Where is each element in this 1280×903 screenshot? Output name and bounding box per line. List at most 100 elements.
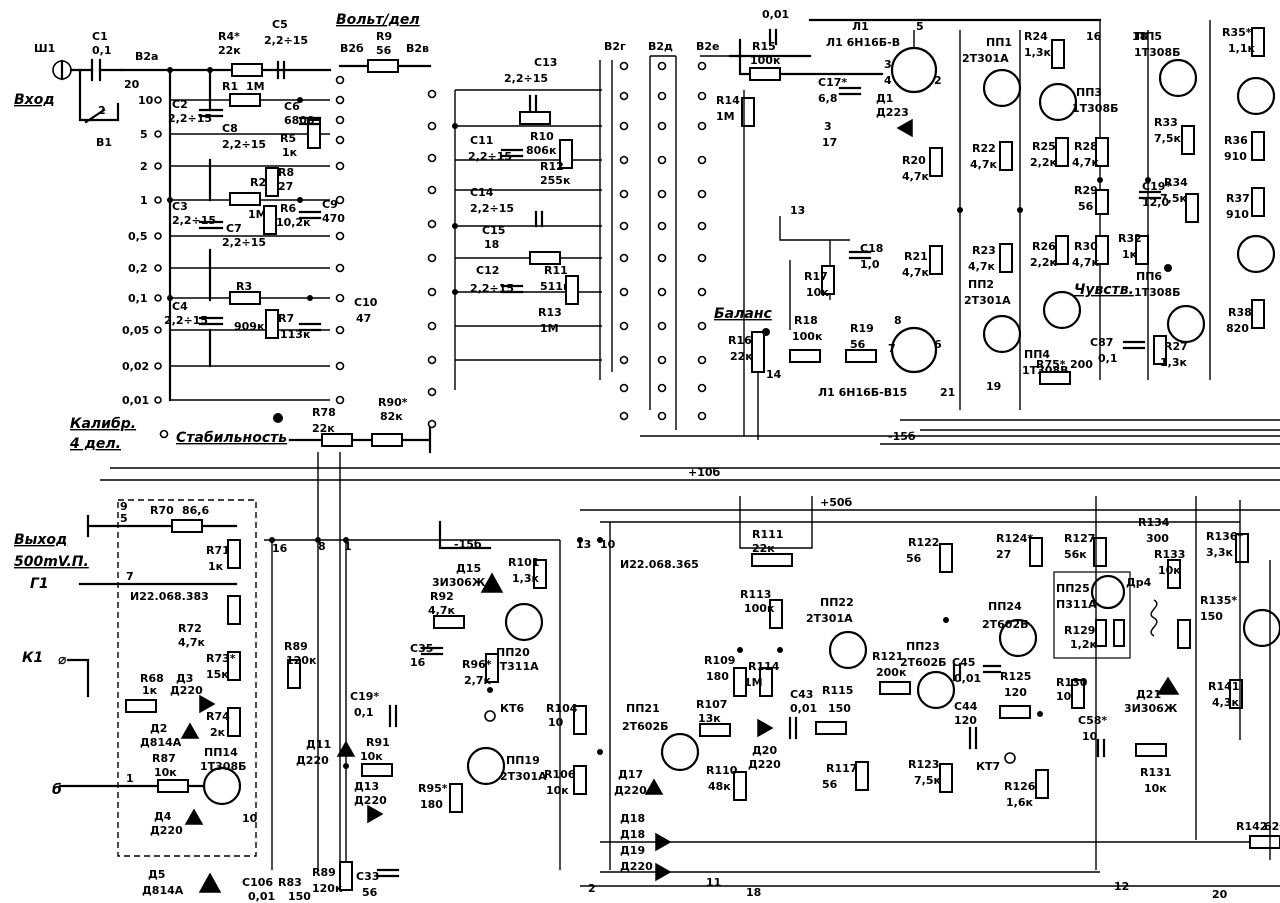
resistor-r115: [759, 667, 773, 697]
svg-text:0,05: 0,05: [122, 324, 149, 337]
pin-12: 12: [1114, 880, 1129, 893]
resistor-r142: [1229, 679, 1243, 709]
resistor-r107: [573, 765, 587, 795]
r2-value: 1М: [248, 208, 267, 221]
resistor-r87: [287, 659, 301, 689]
sensitivity-pot-knob[interactable]: [1164, 264, 1172, 272]
d19-type: Д220: [620, 860, 653, 873]
svg-text:5: 5: [916, 20, 924, 33]
pin-20: 20: [1212, 888, 1228, 901]
capacitor-c10: [298, 322, 322, 332]
r18-value: 100к: [792, 330, 823, 343]
resistor-r71: [227, 539, 241, 569]
r30-value: 4,7к: [1072, 256, 1099, 269]
resistor-r72: [227, 595, 241, 625]
r24-ref: R24: [1024, 30, 1048, 43]
switch-b2a-label: В2а: [135, 50, 158, 63]
resistor-r22: [999, 141, 1013, 171]
d11-ref: Д11: [306, 738, 331, 751]
stability-pot-knob[interactable]: [273, 413, 283, 423]
pp25-ref: ПП25: [1056, 582, 1090, 595]
r142-ref: R141: [1208, 680, 1239, 693]
capacitor-c17: [838, 86, 862, 96]
resistor-r125: [999, 705, 1031, 719]
c33-ref: С33: [356, 870, 379, 883]
c11-ref: С11: [470, 134, 493, 147]
transistor-pp28: [1242, 608, 1280, 648]
r92-ref: R91: [366, 736, 390, 749]
r122-value: 200к: [876, 666, 907, 679]
resistor-r29: [1095, 189, 1109, 215]
pp14-type: 1Т308Б: [200, 760, 247, 773]
c106-ref: С106: [242, 876, 273, 889]
resistor-r129: [1093, 537, 1107, 567]
r110-value: 180: [706, 670, 729, 683]
c44-ref: С44: [954, 700, 978, 713]
pp23-ref: ПП23: [906, 640, 940, 653]
r95-value: 4,7к: [428, 604, 455, 617]
module-365: И22.068.365 +50б R111 22к R113 100к ПП22…: [580, 496, 1280, 901]
r34-ref: R34: [1164, 176, 1188, 189]
capacitor-c43: [788, 716, 798, 740]
r90-ref: R89: [312, 866, 336, 879]
transistor-pp4: [1042, 290, 1082, 330]
r141-value: 3,3к: [1206, 546, 1233, 559]
c5-ref: С5: [272, 18, 288, 31]
r3-ref: R3: [236, 280, 252, 293]
r25-ref: R25: [1032, 140, 1056, 153]
capacitor-c11: [500, 148, 524, 158]
pp6-ref: ПП6: [1136, 270, 1162, 283]
pp3-type: 1Т308Б: [1072, 102, 1119, 115]
dr4-label: Др4: [1126, 576, 1152, 589]
transistor-pp3: [1038, 82, 1078, 122]
l1-ref-upper: Л1: [852, 20, 869, 33]
svg-text:3: 3: [884, 58, 892, 71]
svg-text:7: 7: [888, 342, 896, 355]
r29-value: 56: [1078, 200, 1094, 213]
r89-value: 10к: [154, 766, 177, 779]
d20-ref: Д20: [752, 744, 777, 757]
r29-ref: R29: [1074, 184, 1098, 197]
r95-ref: R92: [430, 590, 454, 603]
r83-ref: R83: [278, 876, 302, 889]
balance-pot-knob[interactable]: [762, 328, 770, 336]
capacitor-c14: [534, 210, 544, 228]
resistor-r143: [1249, 835, 1280, 849]
resistor-r5: [307, 119, 321, 149]
r123-ref: R122: [908, 536, 939, 549]
d19-ref: Д19: [620, 844, 645, 857]
r107-value: 10к: [546, 784, 569, 797]
c58-value: 10: [1082, 730, 1098, 743]
b2d-label: В2д: [648, 40, 673, 53]
pp25-type: П311А: [1056, 598, 1097, 611]
testpoint-kt6[interactable]: [484, 710, 496, 722]
c18-ref: С18: [860, 242, 883, 255]
r131-value: 10: [1056, 690, 1072, 703]
r1-value: 1М: [246, 80, 265, 93]
pin-2: 2: [588, 882, 596, 895]
r74-value: 2к: [210, 726, 226, 739]
pp2-ref: ПП2: [968, 278, 994, 291]
pin-11: 11: [706, 876, 721, 889]
resistor-r16: [751, 331, 765, 373]
r109-value: 13к: [698, 712, 721, 725]
pp1-type: 2Т301А: [962, 52, 1009, 65]
svg-text:15: 15: [892, 386, 907, 399]
r115-ref: R114: [748, 660, 780, 673]
r111-value: 48к: [708, 780, 731, 793]
pin-9: 9: [120, 500, 128, 513]
r78-ref: R78: [312, 406, 336, 419]
c33-value: 56: [362, 886, 378, 899]
d13-ref: Д13: [354, 780, 379, 793]
r101-value: 2,7к: [464, 674, 491, 687]
resistor-r33: [1181, 125, 1195, 155]
r106-value: 10: [548, 716, 564, 729]
resistor-r13: [565, 275, 579, 305]
r131-ref: R130: [1056, 676, 1088, 689]
r7-value: 113к: [280, 328, 311, 341]
c3-ref: С3: [172, 200, 188, 213]
r25-value: 2,2к: [1030, 156, 1057, 169]
r96-ref: R95*: [418, 782, 448, 795]
testpoint-kt7[interactable]: [1004, 752, 1016, 764]
r124-value: 7,5к: [914, 774, 941, 787]
